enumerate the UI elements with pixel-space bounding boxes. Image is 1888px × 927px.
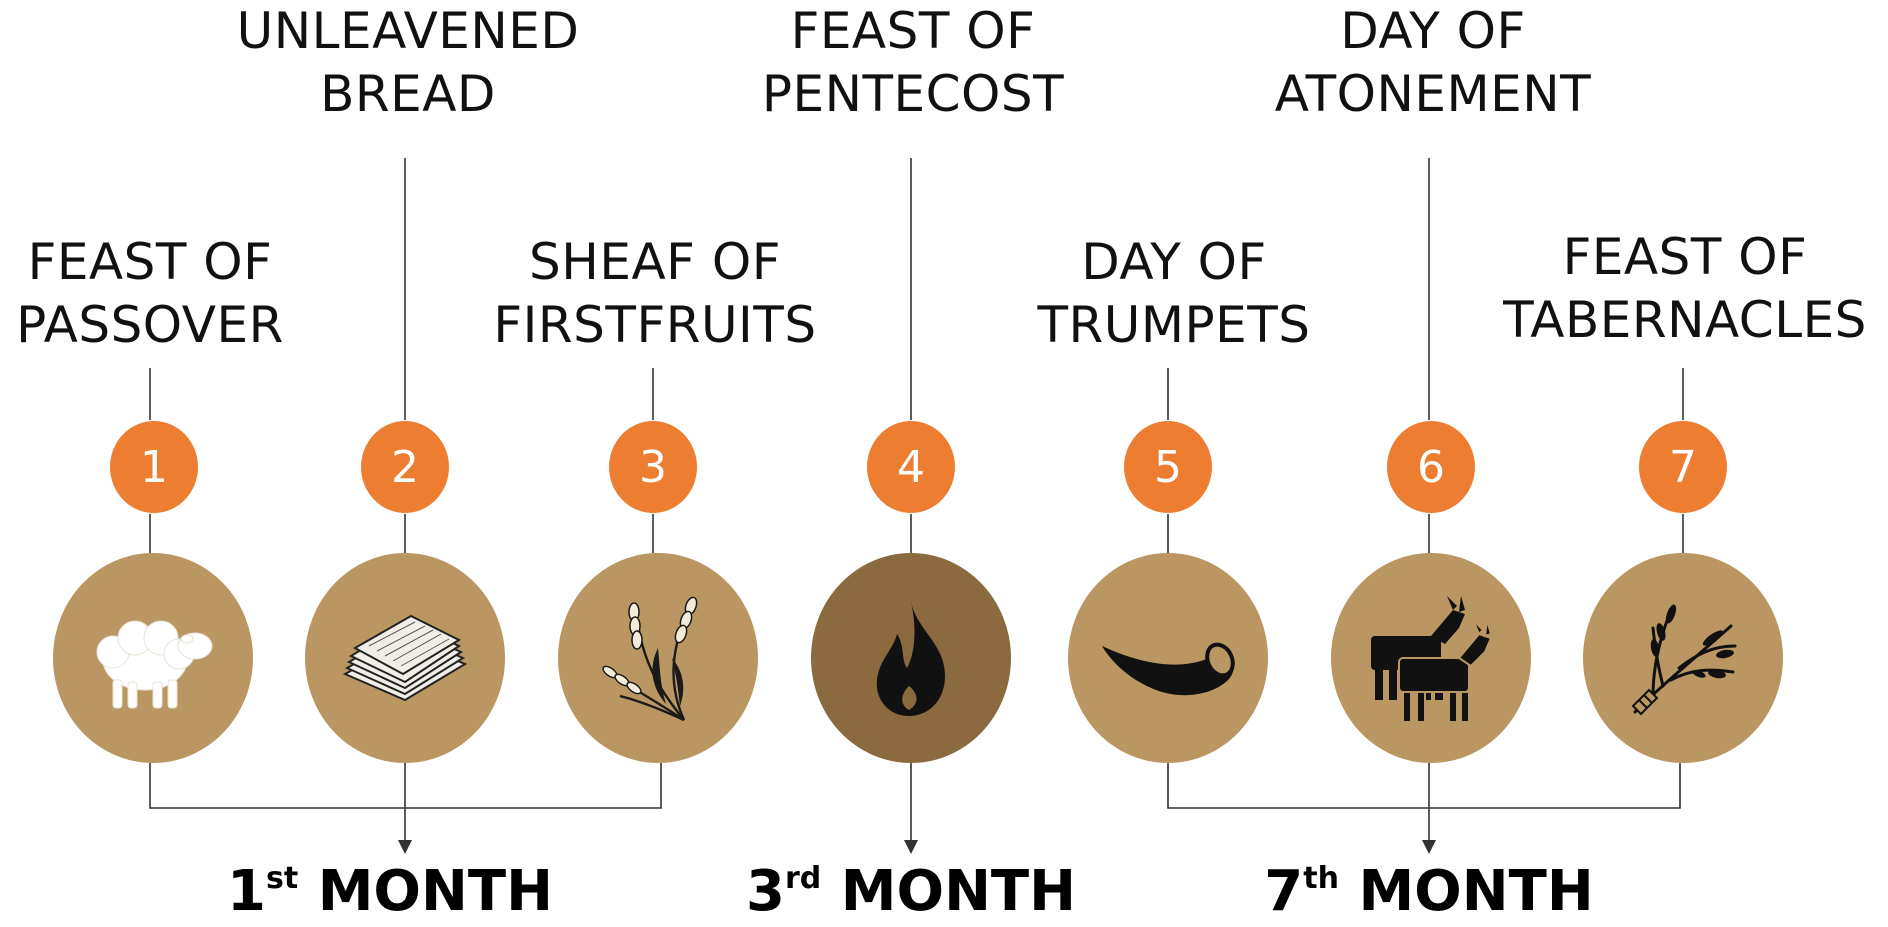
feast-label-line: TABERNACLES bbox=[1475, 289, 1888, 352]
feast-label-line: FEAST OF bbox=[1475, 226, 1888, 289]
lamb-icon bbox=[83, 588, 223, 728]
arrowhead-seventh-month bbox=[1422, 840, 1436, 854]
feast-label-line: PENTECOST bbox=[703, 63, 1123, 126]
number-badge-6: 6 bbox=[1387, 421, 1475, 513]
number-badge-5: 5 bbox=[1124, 421, 1212, 513]
number-badge-7: 7 bbox=[1639, 421, 1727, 513]
feast-label-atonement: DAY OF ATONEMENT bbox=[1223, 0, 1643, 126]
number-badge-1: 1 bbox=[110, 421, 198, 513]
number-badge-4: 4 bbox=[867, 421, 955, 513]
feast-label-line: FEAST OF bbox=[703, 0, 1123, 63]
symbol-disc-pentecost bbox=[811, 553, 1011, 763]
month-number: 7 bbox=[1264, 859, 1303, 924]
month-number: 3 bbox=[746, 859, 785, 924]
feast-label-firstfruits: SHEAF OF FIRSTFRUITS bbox=[445, 231, 865, 357]
feast-label-line: FIRSTFRUITS bbox=[445, 294, 865, 357]
shofar-horn-icon bbox=[1098, 588, 1238, 728]
month-word: MONTH bbox=[1358, 859, 1593, 924]
feast-label-tabernacles: FEAST OF TABERNACLES bbox=[1475, 226, 1888, 352]
bracket-seventh-month bbox=[1168, 763, 1680, 808]
arrowhead-first-month bbox=[398, 840, 412, 854]
feast-label-line: TRUMPETS bbox=[964, 294, 1384, 357]
month-word: MONTH bbox=[318, 859, 553, 924]
month-word: MONTH bbox=[841, 859, 1076, 924]
month-number: 1 bbox=[227, 859, 266, 924]
symbol-disc-firstfruits bbox=[558, 553, 758, 763]
month-label-first: 1st MONTH bbox=[180, 857, 600, 927]
feast-label-line: DAY OF bbox=[964, 231, 1384, 294]
symbol-disc-tabernacles bbox=[1583, 553, 1783, 763]
month-label-seventh: 7th MONTH bbox=[1219, 857, 1639, 927]
feast-label-line: FEAST OF bbox=[0, 231, 360, 294]
symbol-disc-unleavened-bread bbox=[305, 553, 505, 763]
number-badge-3: 3 bbox=[609, 421, 697, 513]
feast-label-line: ATONEMENT bbox=[1223, 63, 1643, 126]
month-label-third: 3rd MONTH bbox=[701, 857, 1121, 927]
flame-icon bbox=[841, 588, 981, 728]
arrowhead-third-month bbox=[904, 840, 918, 854]
symbol-disc-passover bbox=[53, 553, 253, 763]
feast-label-trumpets: DAY OF TRUMPETS bbox=[964, 231, 1384, 357]
month-ordinal-suffix: st bbox=[266, 861, 298, 896]
feast-label-unleavened-bread: UNLEAVENED BREAD bbox=[198, 0, 618, 126]
feast-label-line: DAY OF bbox=[1223, 0, 1643, 63]
feast-label-line: UNLEAVENED bbox=[198, 0, 618, 63]
symbol-disc-atonement bbox=[1331, 553, 1531, 763]
goats-icon bbox=[1361, 588, 1501, 728]
symbol-disc-trumpets bbox=[1068, 553, 1268, 763]
feast-label-passover: FEAST OF PASSOVER bbox=[0, 231, 360, 357]
month-ordinal-suffix: rd bbox=[785, 861, 821, 896]
number-badge-2: 2 bbox=[361, 421, 449, 513]
palm-branch-icon bbox=[1613, 588, 1753, 728]
unleavened-bread-icon bbox=[335, 588, 475, 728]
feast-label-pentecost: FEAST OF PENTECOST bbox=[703, 0, 1123, 126]
month-ordinal-suffix: th bbox=[1303, 861, 1339, 896]
feast-label-line: PASSOVER bbox=[0, 294, 360, 357]
feast-label-line: SHEAF OF bbox=[445, 231, 865, 294]
feast-label-line: BREAD bbox=[198, 63, 618, 126]
wheat-sheaf-icon bbox=[588, 588, 728, 728]
